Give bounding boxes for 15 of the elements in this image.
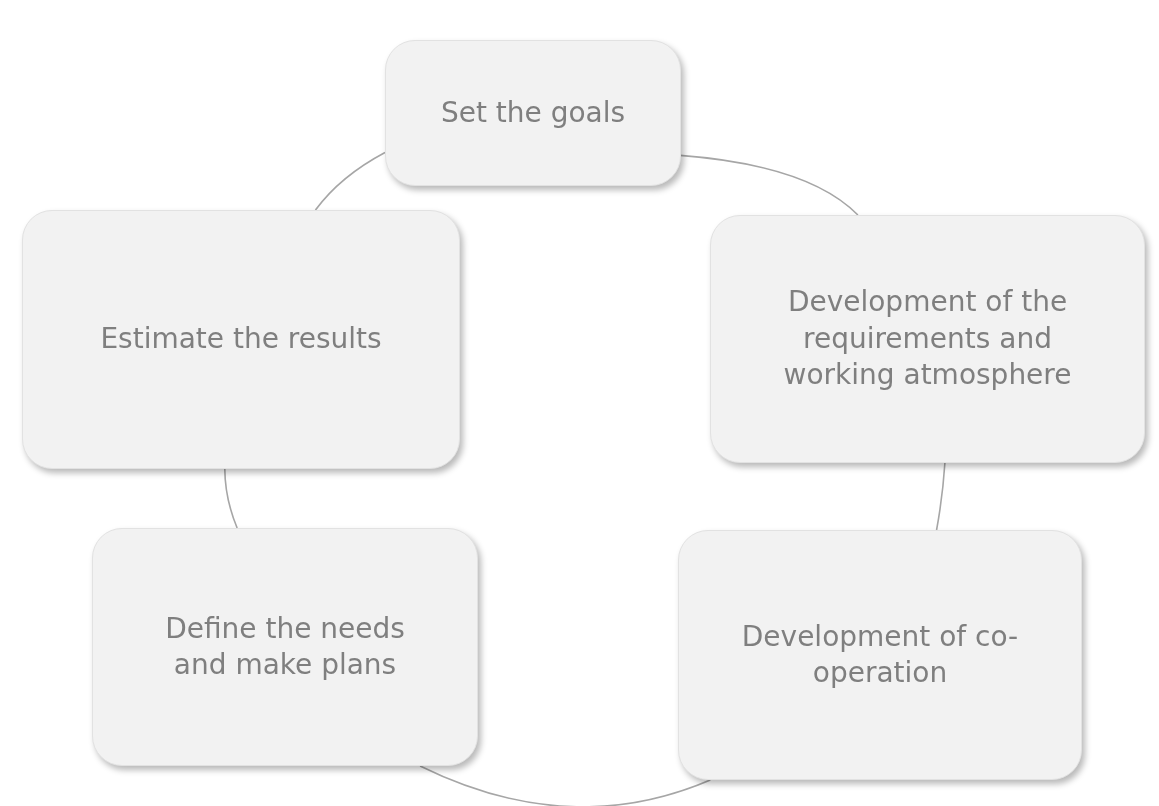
connector-arc (679, 154, 859, 216)
box-label: Set the goals (440, 94, 626, 131)
process-box (385, 40, 681, 186)
process-box (710, 215, 1145, 463)
connector-arc (419, 765, 712, 806)
box-label: Estimate the results (100, 321, 382, 358)
process-box (92, 528, 478, 766)
process-box (678, 530, 1082, 780)
box-label: Define the needs and make plans (164, 610, 406, 683)
box-label: Development of co-operation (740, 618, 1020, 691)
connector-arc (314, 151, 386, 211)
connector-arc (935, 462, 946, 531)
connector-arc (224, 468, 238, 529)
box-label: Development of the requirements and working atmosphere (782, 284, 1073, 394)
process-box (22, 210, 460, 469)
